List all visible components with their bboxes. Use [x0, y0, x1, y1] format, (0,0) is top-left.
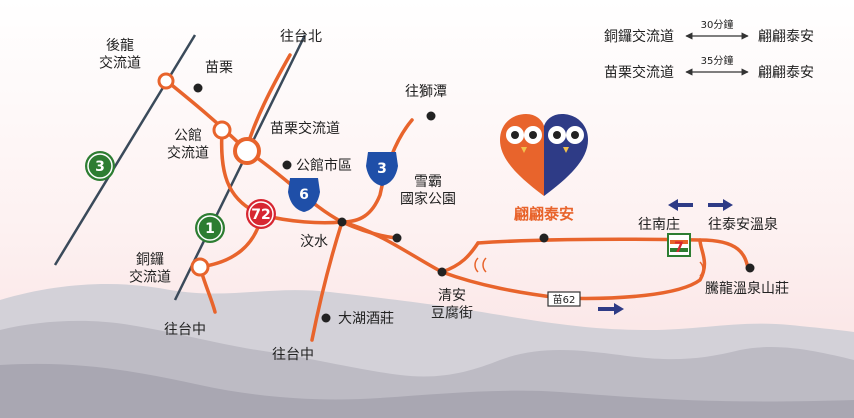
- arrow-right-icon: [598, 303, 624, 315]
- shield-provincial-72: 72: [246, 199, 276, 229]
- road-houlong: [166, 80, 248, 152]
- label-to-taian-hotspring: 往泰安溫泉: [708, 216, 778, 233]
- label-to-taipei: 往台北: [280, 29, 322, 45]
- national-highway-3: [53, 34, 197, 266]
- svg-text:3: 3: [95, 159, 105, 175]
- shield-provincial-3: 3: [366, 152, 398, 186]
- label-to-shitan: 往獅潭: [405, 83, 447, 100]
- tenglong-dot: [745, 263, 755, 273]
- bridge-marks: [474, 257, 704, 277]
- shield-national-1: 1: [195, 213, 225, 243]
- legend-route1-to: 翩翩泰安: [758, 29, 814, 45]
- gongguan-district-dot: [282, 160, 292, 170]
- label-miaoli: 苗栗: [205, 60, 233, 76]
- svg-text:6: 6: [299, 187, 309, 203]
- road-east: [476, 237, 750, 270]
- shitan-dot: [426, 111, 436, 121]
- label-dahu-winery: 大湖酒莊: [338, 311, 394, 327]
- road-sign-miao62: 苗62: [547, 291, 581, 307]
- wenshui-dot: [337, 217, 347, 227]
- miaoli-dot: [193, 83, 203, 93]
- gongguan-ic-marker: [212, 120, 232, 140]
- qingan-dot: [437, 267, 447, 277]
- legend-route2-from: 苗栗交流道: [604, 64, 674, 81]
- arrow-right-icon: [708, 199, 733, 211]
- label-houlong-ic: 後龍交流道: [99, 37, 141, 72]
- road-shei-pa: [340, 220, 398, 240]
- legend-route2-to: 翩翩泰安: [758, 65, 814, 81]
- label-gongguan-ic: 公館交流道: [167, 127, 209, 162]
- label-tenglong: 騰龍溫泉山莊: [705, 280, 789, 297]
- miaoli-ic-marker: [233, 137, 261, 165]
- road-east-link: [440, 241, 480, 274]
- label-tongluo-ic: 銅鑼交流道: [129, 252, 171, 286]
- label-miaoli-ic: 苗栗交流道: [270, 120, 340, 137]
- label-to-taichung-1: 往台中: [164, 322, 206, 338]
- shei-pa-dot: [392, 233, 402, 243]
- label-brand: 翩翩泰安: [514, 205, 574, 223]
- label-to-nanzhuang: 往南庄: [638, 216, 680, 233]
- svg-text:1: 1: [205, 221, 215, 237]
- label-wenshui: 汶水: [300, 233, 328, 250]
- svg-text:7: 7: [674, 240, 684, 256]
- shield-national-6: 6: [288, 178, 320, 212]
- svg-text:苗62: 苗62: [553, 294, 576, 306]
- nanzhuang-dot: [539, 233, 549, 243]
- label-to-taichung-2: 往台中: [272, 347, 314, 363]
- svg-text:72: 72: [251, 207, 270, 223]
- svg-text:3: 3: [377, 161, 387, 177]
- label-shei-pa: 雪霸國家公園: [400, 174, 456, 208]
- dahu-dot: [321, 313, 331, 323]
- road-to-taichung-2: [310, 220, 344, 342]
- mountain-fore: [0, 363, 854, 418]
- shield-national-3: 3: [85, 151, 115, 181]
- seven-eleven-icon: 7: [667, 233, 691, 257]
- tongluo-ic-marker: [190, 257, 210, 277]
- label-gongguan-district: 公館市區: [296, 157, 352, 174]
- owl-heart-logo: [500, 114, 588, 196]
- road-to-shitan: [340, 118, 414, 224]
- national-highway-1: [173, 34, 307, 301]
- legend-route1-from: 銅鑼交流道: [604, 28, 674, 45]
- houlong-ic-marker: [157, 72, 175, 90]
- arrow-left-icon: [668, 199, 693, 211]
- location-dot-icon: [193, 83, 755, 323]
- legend-route2-time: 35分鐘: [701, 54, 734, 67]
- legend-route1-time: 30分鐘: [701, 18, 734, 31]
- label-qingan: 清安豆腐街: [431, 288, 473, 322]
